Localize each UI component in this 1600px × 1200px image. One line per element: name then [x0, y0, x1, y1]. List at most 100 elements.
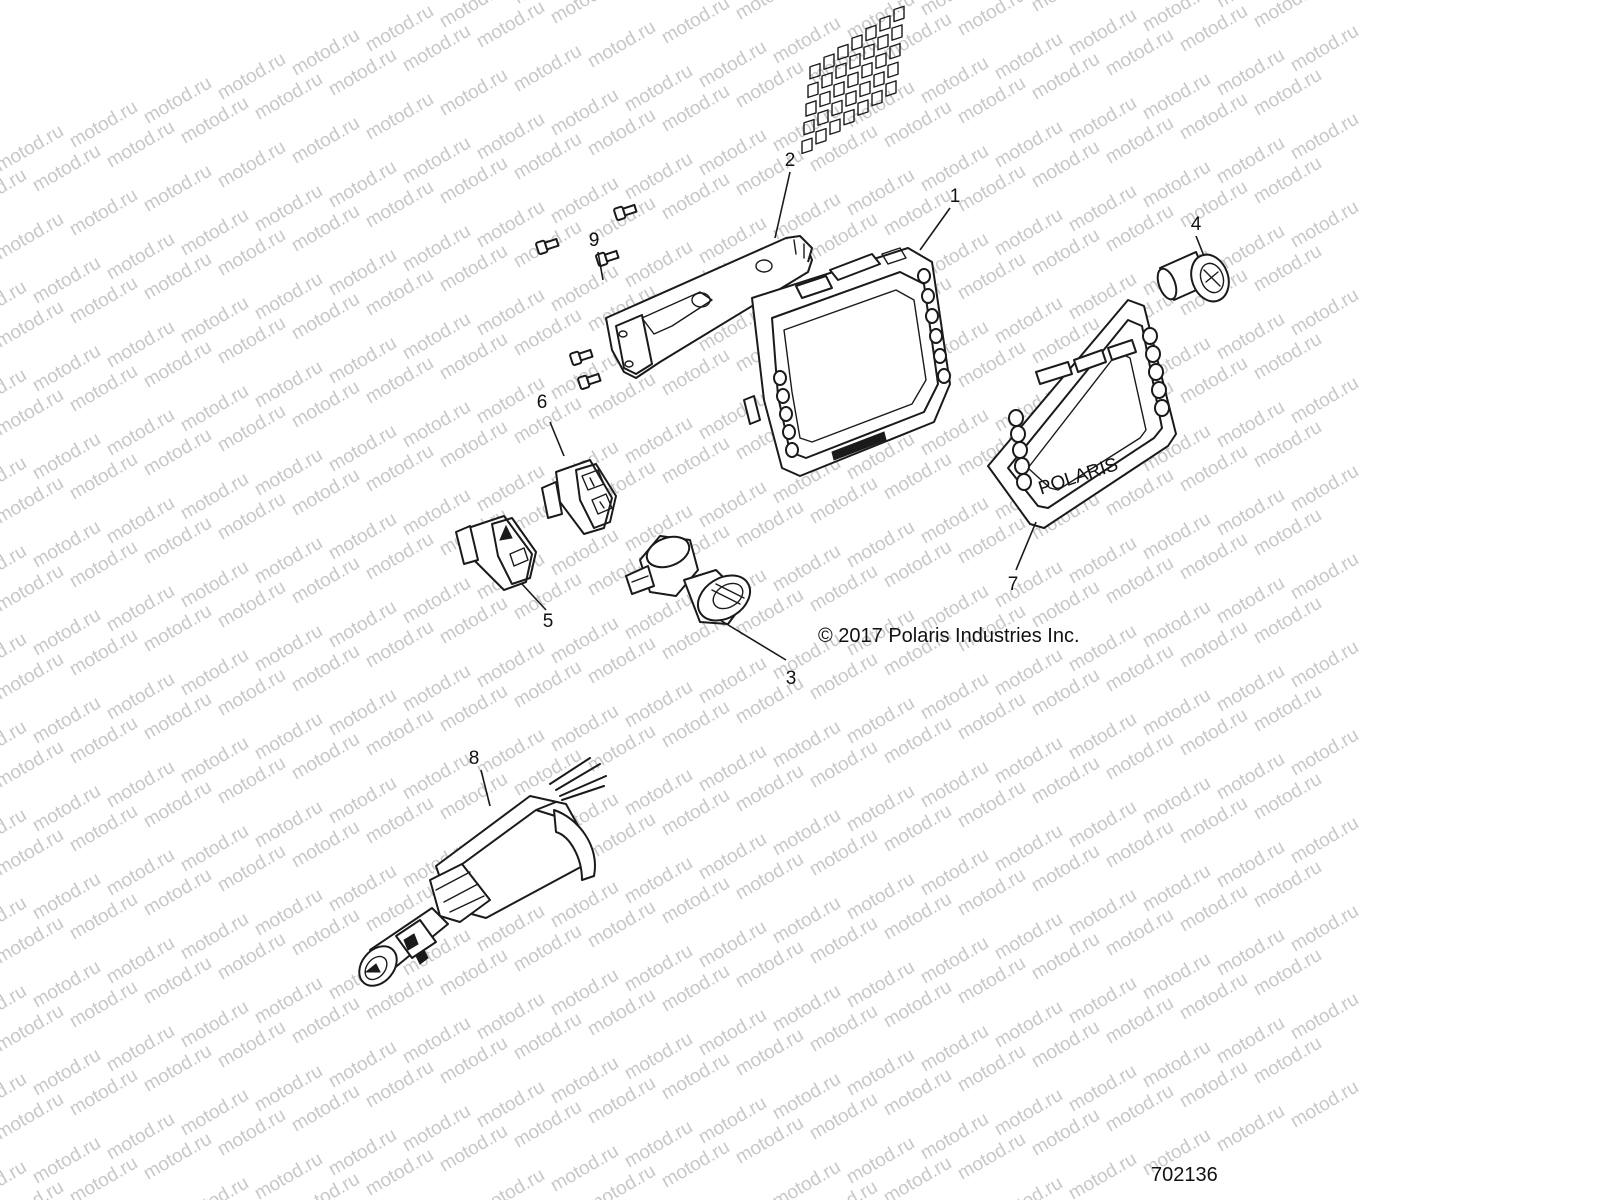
connector-pin	[835, 62, 847, 80]
watermark-text: motod.ru	[1028, 0, 1103, 16]
connector-pin	[887, 61, 899, 79]
watermark-text: motod.ru	[0, 165, 30, 221]
watermark-text: motod.ru	[1287, 461, 1362, 517]
side-button	[1010, 425, 1026, 443]
side-button	[1142, 327, 1158, 345]
copyright-notice: © 2017 Polaris Industries Inc.	[818, 625, 1080, 647]
callout-3: 3	[786, 668, 797, 689]
connector-pin	[891, 24, 903, 41]
watermark-text: motod.ru	[621, 0, 696, 4]
watermark-text: motod.ru	[510, 41, 585, 97]
connector-pin	[857, 99, 869, 116]
callout-4: 4	[1191, 214, 1202, 235]
side-button	[785, 442, 799, 458]
connector-pin	[873, 71, 885, 88]
part-6-rocker-switch	[541, 459, 617, 535]
bezel-side-buttons	[1008, 409, 1032, 491]
connector-pin	[877, 33, 889, 51]
connector-pin	[859, 80, 871, 98]
side-button	[1014, 457, 1030, 475]
watermark-text: motod.ru	[66, 185, 141, 241]
callout-2: 2	[785, 150, 796, 171]
watermark-text: motod.ru	[0, 209, 67, 265]
side-button	[917, 268, 931, 284]
part-5-rocker-switch	[455, 515, 537, 591]
connector-pin	[893, 5, 905, 23]
watermark-text: motod.ru	[177, 1173, 252, 1200]
connector-pin	[861, 61, 873, 79]
side-button	[933, 348, 947, 364]
connector-pin	[851, 34, 863, 51]
watermark-text: motod.ru	[1287, 197, 1362, 253]
connector-pin	[889, 42, 901, 60]
watermark-text: motod.ru	[214, 137, 289, 193]
watermark-text: motod.ru	[1287, 549, 1362, 605]
connector-pin	[849, 52, 861, 70]
callout-9: 9	[589, 230, 600, 251]
connector-pin	[823, 53, 835, 71]
watermark-text: motod.ru	[954, 0, 1029, 40]
watermark-text: motod.ru	[436, 65, 511, 121]
side-button	[937, 368, 951, 384]
callout-8: 8	[469, 748, 480, 769]
watermark-text: motod.ru	[1213, 1101, 1288, 1157]
connector-pin	[885, 80, 897, 97]
watermark-text: motod.ru	[1287, 637, 1362, 693]
side-button	[779, 406, 793, 422]
connector-pin	[807, 81, 819, 99]
side-button	[925, 308, 939, 324]
connector-pin	[871, 89, 883, 107]
watermark-text: motod.ru	[1287, 21, 1362, 77]
connector-pin	[875, 52, 887, 70]
callout-7: 7	[1008, 574, 1019, 595]
part-2-bracket	[605, 235, 813, 379]
watermark-text: motod.ru	[1250, 0, 1325, 32]
connector-pin	[837, 43, 849, 61]
part-8-stalk-switch	[358, 757, 607, 987]
watermark-text: motod.ru	[584, 17, 659, 73]
connector-pin	[845, 90, 857, 107]
part-3-ignition-switch	[625, 535, 752, 625]
connector-pin	[817, 109, 829, 126]
side-button	[1145, 345, 1161, 363]
bezel-side-buttons	[1142, 327, 1170, 417]
watermark-text: motod.ru	[1287, 725, 1362, 781]
cluster-connector-grid	[801, 5, 905, 155]
watermark-text: motod.ru	[732, 0, 807, 24]
watermark-text: motod.ru	[362, 89, 437, 145]
side-button	[1016, 473, 1032, 491]
connector-pin	[831, 99, 843, 117]
side-button	[776, 388, 790, 404]
connector-pin	[847, 71, 859, 89]
watermark-text: motod.ru	[1065, 1149, 1140, 1200]
side-button	[1008, 409, 1024, 427]
figure-number: 702136	[1151, 1164, 1218, 1186]
watermark-text: motod.ru	[1287, 285, 1362, 341]
connector-pin	[805, 100, 817, 117]
cluster-side-buttons	[917, 268, 951, 384]
connector-pin	[821, 71, 833, 89]
connector-pin	[865, 24, 877, 42]
part-9-screws	[535, 203, 638, 390]
side-button	[929, 328, 943, 344]
watermark-text: motod.ru	[1287, 373, 1362, 429]
callout-1: 1	[950, 186, 961, 207]
callout-6: 6	[537, 392, 548, 413]
watermark-text: motod.ru	[658, 0, 733, 48]
watermark-text: motod.ru	[1287, 1077, 1362, 1133]
side-button	[921, 288, 935, 304]
connector-pin	[863, 43, 875, 61]
callout-numbers: 1 2 3 4 5 6 7 8 9	[469, 150, 1202, 769]
watermark-text: motod.ru	[1287, 989, 1362, 1045]
watermark-text: motod.ru	[1287, 901, 1362, 957]
part-1-instrument-cluster	[743, 5, 951, 477]
connector-pin	[843, 108, 855, 126]
watermark-text: motod.ru	[991, 1173, 1066, 1200]
watermark-text: motod.ru	[140, 161, 215, 217]
watermark-layer: motod.rumotod.rumotod.rumotod.rumotod.ru…	[0, 0, 1362, 1200]
side-button	[1151, 381, 1167, 399]
connector-pin	[803, 118, 815, 136]
side-button	[773, 370, 787, 386]
